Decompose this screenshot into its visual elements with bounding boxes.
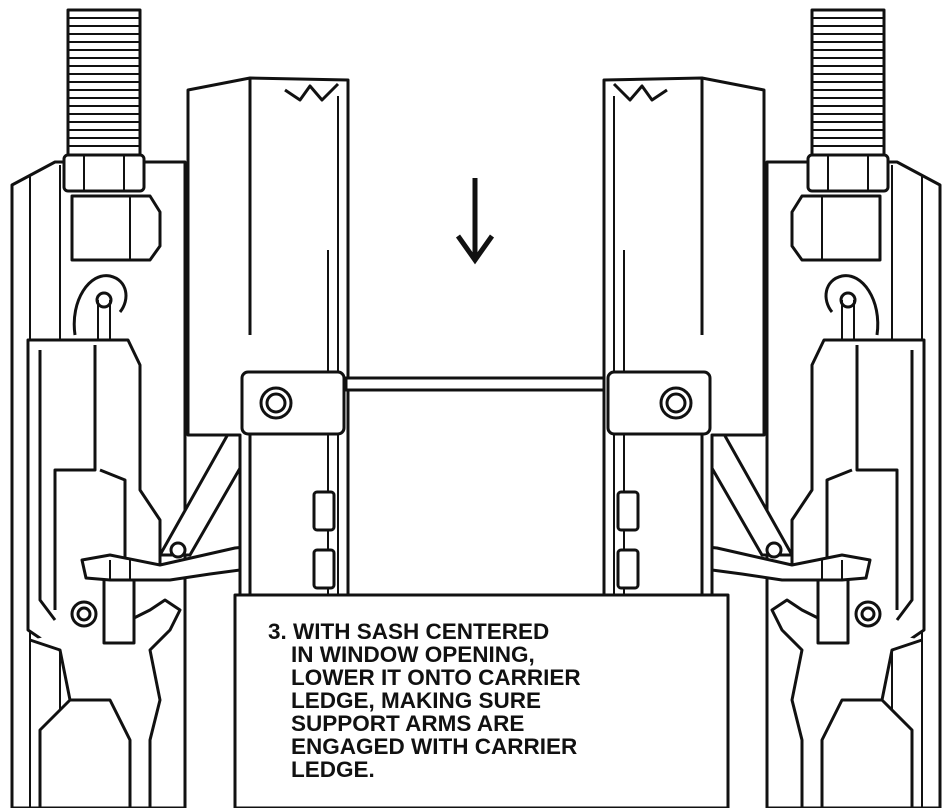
left-spring-coils (68, 18, 140, 146)
instruction-line: SUPPORT ARMS ARE (291, 711, 525, 736)
instruction-panel (235, 595, 728, 808)
instruction-line: LOWER IT ONTO CARRIER (291, 665, 581, 690)
arrow-down-icon (458, 178, 492, 260)
instruction-line: ENGAGED WITH CARRIER (291, 734, 578, 759)
instruction-line: 3. WITH SASH CENTERED (268, 619, 550, 644)
left-hex-nut (64, 155, 144, 191)
left-carrier-lower (30, 600, 180, 808)
right-plug-block (792, 196, 880, 260)
right-sash-stile (604, 78, 764, 595)
right-sash-clamp (608, 372, 710, 434)
right-carrier-lower (772, 600, 922, 808)
right-hex-nut (808, 155, 888, 191)
left-hook (74, 276, 126, 335)
right-hook (826, 276, 878, 335)
left-plug-block (72, 196, 160, 260)
sash-rail (346, 378, 608, 390)
instruction-line: LEDGE. (291, 757, 375, 782)
instruction-line: LEDGE, MAKING SURE (291, 688, 542, 713)
right-assembly (604, 10, 940, 808)
right-spring-coils (812, 18, 884, 146)
instruction-line: IN WINDOW OPENING, (291, 642, 535, 667)
instruction-text: 3. WITH SASH CENTERED IN WINDOW OPENING,… (268, 620, 688, 781)
left-sash-clamp (242, 372, 344, 434)
left-assembly (12, 10, 348, 808)
